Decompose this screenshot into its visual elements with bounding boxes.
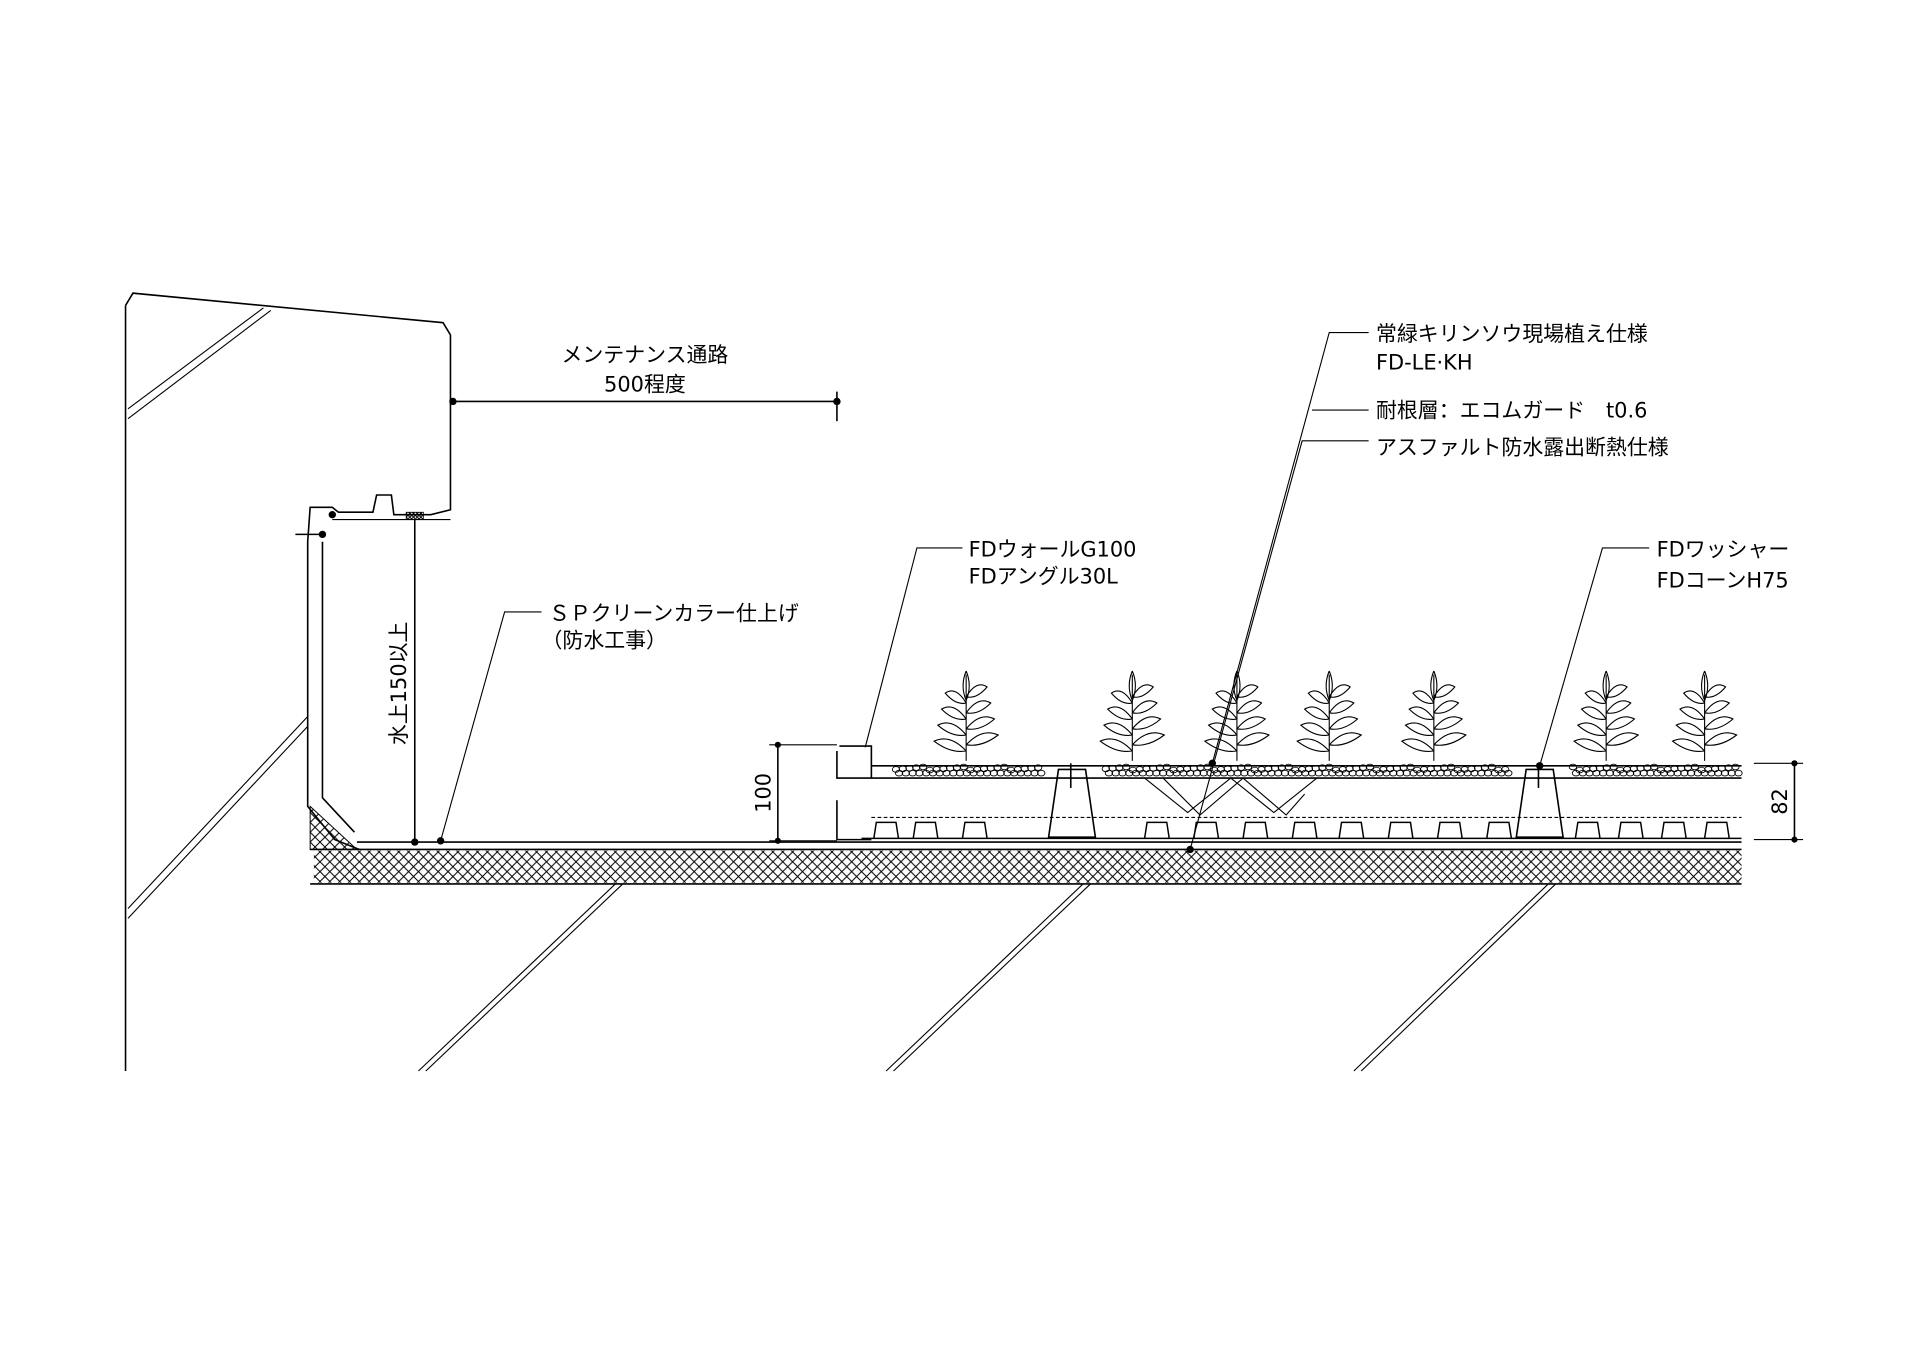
sp-note-label: （防水工事） — [542, 629, 667, 653]
fd-washer-label: FDワッシャー — [1657, 538, 1790, 562]
maintenance-width-label: 500程度 — [604, 373, 686, 397]
maintenance-dimension: メンテナンス通路 500程度 — [449, 343, 841, 422]
plant-icon — [933, 670, 1000, 761]
parapet-height-label: 水上150以上 — [387, 622, 411, 746]
plant-spec-label: 常緑キリンソウ現場植え仕様 — [1376, 322, 1648, 346]
anchor-bolt-icon — [295, 511, 336, 539]
plant-icon — [1400, 670, 1467, 761]
green-roof-system — [836, 670, 1743, 841]
asphalt-label: アスファルト防水露出断熱仕様 — [1376, 435, 1669, 459]
plant-icon — [1573, 670, 1640, 761]
dim-100-label: 100 — [751, 773, 775, 813]
dimension-82: 82 — [1753, 760, 1804, 843]
parapet-wall — [124, 292, 452, 1071]
maintenance-path-label: メンテナンス通路 — [562, 343, 729, 367]
plant-icon — [1671, 670, 1738, 761]
sp-finish-label: ＳＰクリーンカラー仕上げ — [549, 602, 799, 626]
dimension-100: 100 — [751, 741, 837, 844]
plants — [933, 670, 1738, 761]
plant-icon — [1099, 670, 1166, 761]
fd-cone-label: FDコーンH75 — [1657, 568, 1789, 592]
parapet-height-dimension: 水上150以上 — [387, 519, 419, 846]
root-pattern — [1144, 777, 1318, 816]
fd-wall-label: FDウォールG100 — [969, 538, 1137, 562]
fd-washer-leader: FDワッシャー FDコーンH75 — [1536, 538, 1789, 770]
drainage-board — [873, 821, 1730, 839]
plant-code-label: FD-LE·KH — [1376, 350, 1473, 374]
gravel-layer — [891, 763, 1743, 777]
plant-icon — [1203, 670, 1270, 761]
plant-spec-leaders: 常緑キリンソウ現場植え仕様 FD-LE·KH 耐根層：エコムガード t0.6 ア… — [1186, 322, 1669, 854]
sp-finish-leader: ＳＰクリーンカラー仕上げ （防水工事） — [436, 602, 799, 845]
fd-wall-leader: FDウォールG100 FDアングル30L — [864, 538, 1137, 748]
root-barrier-label: 耐根層：エコムガード t0.6 — [1376, 398, 1647, 422]
fd-angle-label: FDアングル30L — [969, 565, 1119, 589]
concrete-slab — [310, 841, 1742, 1072]
plant-icon — [1296, 670, 1363, 761]
dim-82-label: 82 — [1768, 788, 1792, 815]
